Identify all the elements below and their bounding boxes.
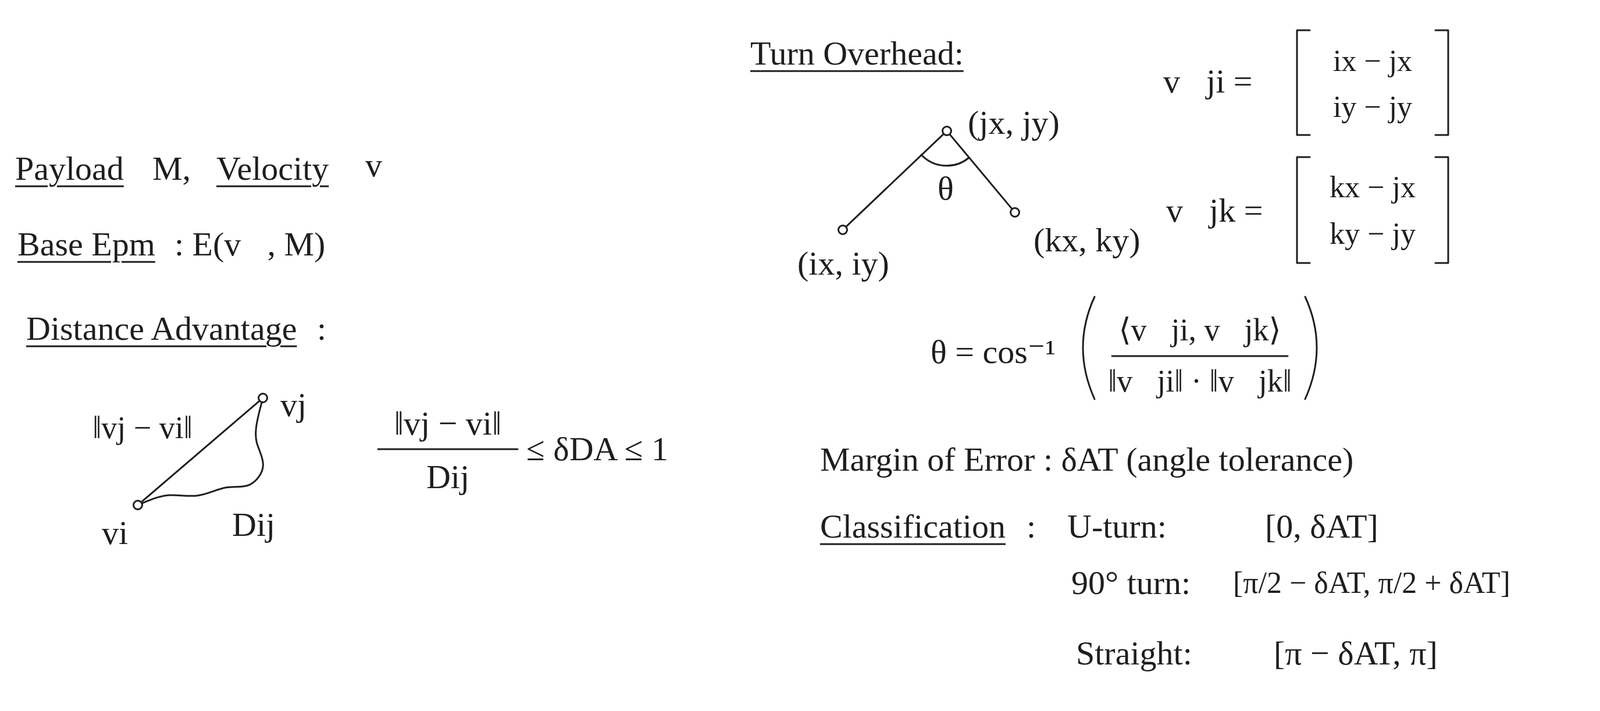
- point-marker: (jx, jy): [941, 125, 953, 137]
- matrix-entry: ix − jx: [1333, 43, 1413, 79]
- segment-line: [846, 134, 944, 227]
- heading: Turn Overhead:: [750, 34, 964, 74]
- heading: Payload: [15, 149, 124, 189]
- class-name: 90° turn:: [1071, 563, 1191, 603]
- distance-label: Dij: [229, 505, 278, 545]
- math-text: M,: [152, 149, 191, 189]
- math-text: v⃗: [365, 145, 409, 185]
- point-label: vj: [280, 385, 307, 425]
- note-text: Margin of Error : δAT (angle tolerance): [820, 440, 1354, 480]
- math-text: ≤ δDA ≤ 1: [526, 429, 669, 469]
- math-text: : E(v⃗, M): [174, 225, 326, 265]
- matrix-bracket: [1296, 157, 1310, 263]
- math-text: v⃗jk =: [1166, 191, 1263, 231]
- point-label: (ix, iy): [797, 244, 890, 284]
- point-marker: (ix, iy): [837, 224, 848, 235]
- math-text: θ = cos⁻¹: [930, 332, 1056, 372]
- heading: Base Epm: [17, 225, 156, 265]
- point-marker: (kx, ky): [1009, 207, 1021, 218]
- distance-label: ‖vj − vi‖: [90, 409, 195, 446]
- angle-label: θ: [937, 169, 954, 209]
- interval-text: [0, δAT]: [1264, 507, 1379, 547]
- point-label: (jx, jy): [967, 103, 1060, 143]
- matrix-entry: iy − jy: [1333, 89, 1413, 125]
- point-label: vi: [101, 513, 128, 553]
- fraction-denominator: ‖v⃗ji‖ · ‖v⃗jk‖: [1107, 362, 1292, 399]
- paren-bracket: [1305, 296, 1317, 399]
- matrix-bracket: [1435, 30, 1449, 135]
- fraction-denominator: Dij: [426, 457, 470, 497]
- matrix-bracket: [1435, 157, 1449, 263]
- fraction-bar: [378, 448, 518, 451]
- angle-arc: [921, 154, 969, 166]
- matrix-entry: ky − jy: [1329, 216, 1416, 252]
- paren-bracket: [1082, 296, 1095, 399]
- segment-line: [950, 134, 1012, 209]
- matrix-entry: kx − jx: [1329, 169, 1416, 205]
- interval-text: [π/2 − δAT, π/2 + δAT]: [1233, 565, 1511, 601]
- point-marker: vj: [257, 392, 269, 404]
- heading: Velocity: [216, 149, 329, 189]
- math-text: :: [316, 309, 327, 349]
- fraction-bar: [1112, 355, 1288, 358]
- point-label: (kx, ky): [1033, 221, 1141, 260]
- math-text: v⃗ji =: [1163, 62, 1253, 102]
- math-text: :: [1026, 507, 1036, 547]
- fraction-numerator: ⟨v⃗ji, v⃗jk⟩: [1118, 311, 1281, 348]
- class-name: Straight:: [1075, 633, 1193, 673]
- heading: Distance Advantage: [26, 309, 297, 349]
- heading: Classification: [820, 507, 1006, 547]
- class-name: U-turn:: [1067, 507, 1167, 547]
- matrix-bracket: [1296, 30, 1310, 135]
- interval-text: [π − δAT, π]: [1273, 633, 1438, 673]
- point-marker: vi: [132, 499, 144, 511]
- fraction-numerator: ‖vj − vi‖: [394, 404, 502, 444]
